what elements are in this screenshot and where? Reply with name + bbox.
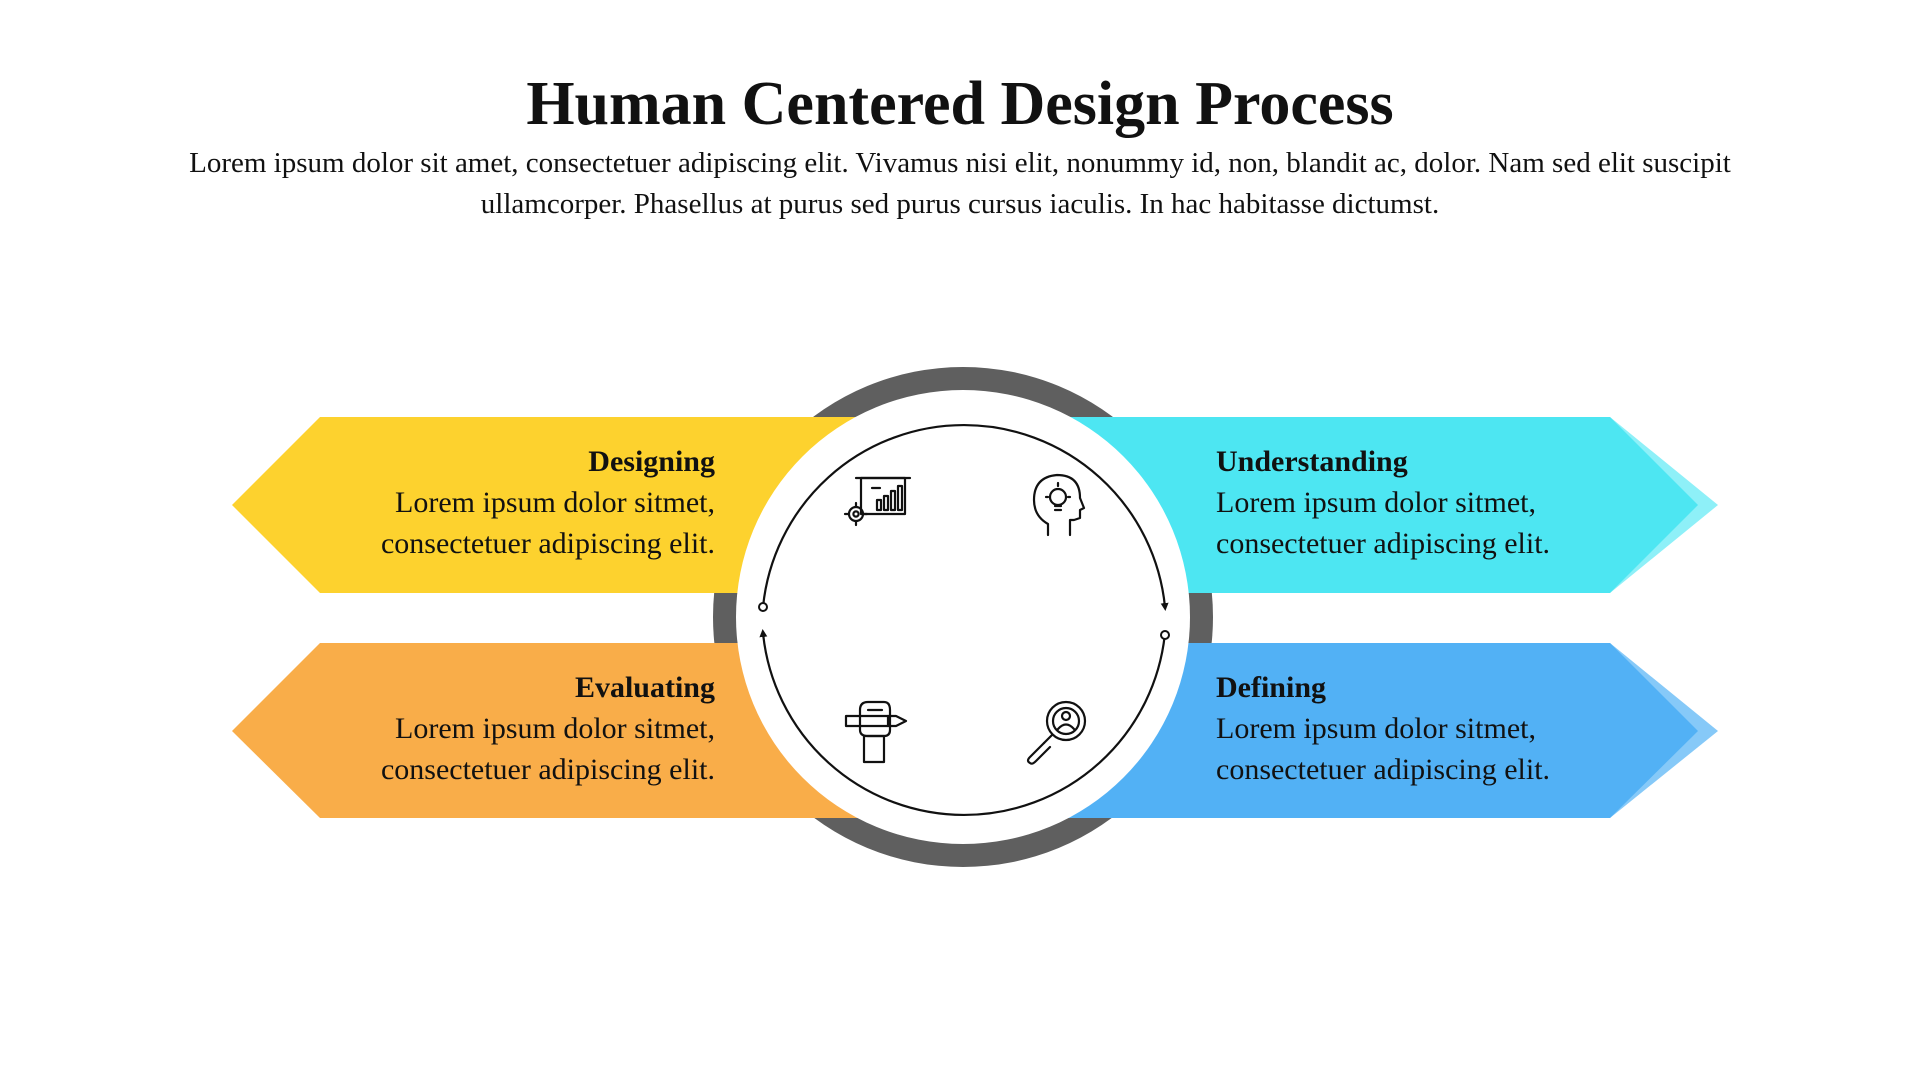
head-lightbulb-icon xyxy=(1032,473,1086,537)
defining-arrow xyxy=(1045,643,1698,818)
step-defining: Defining Lorem ipsum dolor sitmet, conse… xyxy=(1216,667,1656,790)
cycle-arc-left xyxy=(759,629,1167,816)
step-designing-text: Lorem ipsum dolor sitmet, consectetuer a… xyxy=(380,486,715,560)
cycle-node-left xyxy=(758,602,768,612)
understanding-arrow xyxy=(1045,417,1698,593)
step-understanding-heading: Understanding xyxy=(1216,445,1408,478)
presentation-chart-gear-icon xyxy=(843,476,912,527)
page-subtitle: Lorem ipsum dolor sit amet, consectetuer… xyxy=(189,147,1731,220)
page-title: Human Centered Design Process xyxy=(526,70,1394,138)
step-defining-text: Lorem ipsum dolor sitmet, consectetuer a… xyxy=(1216,712,1551,786)
step-designing-heading: Designing xyxy=(588,445,715,478)
designing-arrow xyxy=(232,417,880,593)
step-evaluating-text: Lorem ipsum dolor sitmet, consectetuer a… xyxy=(380,712,715,786)
cycle-node-right xyxy=(1160,630,1170,640)
step-understanding: Understanding Lorem ipsum dolor sitmet, … xyxy=(1216,441,1656,564)
hand-holding-pencil-icon xyxy=(844,700,908,764)
step-evaluating: Evaluating Lorem ipsum dolor sitmet, con… xyxy=(295,667,715,790)
center-circle xyxy=(736,390,1190,844)
evaluating-arrow xyxy=(232,643,880,818)
cycle-arc-right xyxy=(761,424,1169,611)
step-designing: Designing Lorem ipsum dolor sitmet, cons… xyxy=(295,441,715,564)
step-understanding-text: Lorem ipsum dolor sitmet, consectetuer a… xyxy=(1216,486,1551,560)
step-defining-heading: Defining xyxy=(1216,671,1327,704)
step-evaluating-heading: Evaluating xyxy=(574,671,715,704)
magnifier-user-icon xyxy=(1026,700,1087,765)
